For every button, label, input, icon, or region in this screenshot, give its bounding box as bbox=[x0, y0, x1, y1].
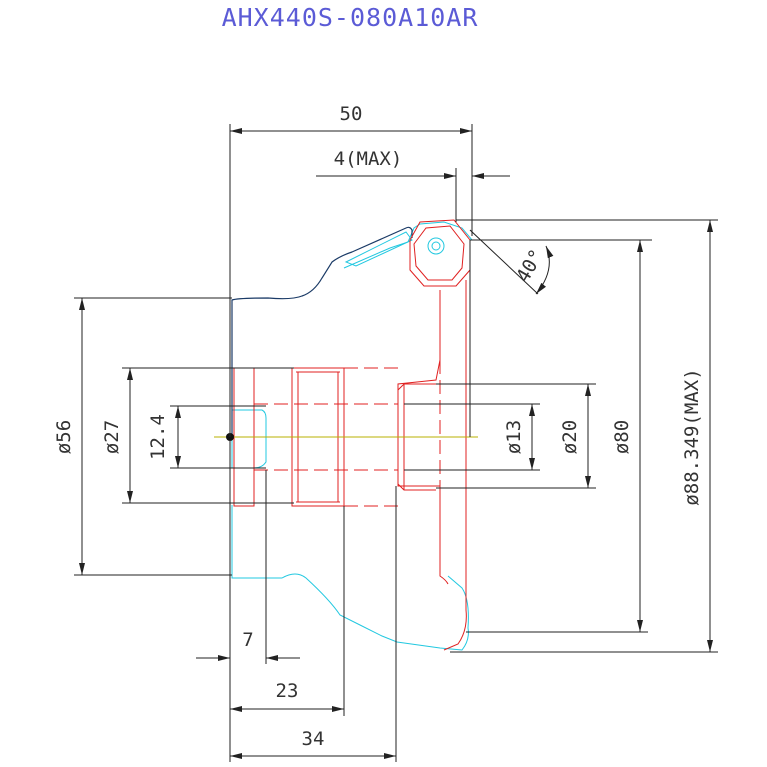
holder-right-profile bbox=[397, 290, 449, 585]
cutter-body-outline bbox=[231, 226, 413, 437]
bore-section-mid-inner bbox=[296, 371, 340, 503]
dim-80: ø80 bbox=[611, 420, 633, 454]
dim-13: ø13 bbox=[503, 420, 525, 454]
insert-screw-inner bbox=[431, 241, 441, 251]
dim-50: 50 bbox=[340, 103, 363, 125]
wedge-inner bbox=[413, 225, 465, 281]
dim-12-4: 12.4 bbox=[147, 414, 169, 460]
insert-screw bbox=[427, 237, 445, 255]
dim-56: ø56 bbox=[53, 420, 75, 454]
dim-4max: 4(MAX) bbox=[334, 148, 403, 170]
cutter-geometry bbox=[214, 219, 478, 651]
holder-right-edge bbox=[443, 280, 467, 651]
cyan-insert-top bbox=[344, 231, 413, 267]
dim-20: ø20 bbox=[559, 420, 581, 454]
insert-outline bbox=[231, 409, 267, 469]
dim-27: ø27 bbox=[101, 420, 123, 454]
dim-34: 34 bbox=[302, 728, 325, 750]
dim-23: 23 bbox=[276, 680, 299, 702]
cyan-lower-contour bbox=[231, 505, 469, 651]
dim-7: 7 bbox=[242, 629, 253, 651]
dim-88-349-max: ø88.349(MAX) bbox=[681, 368, 703, 505]
dimensions: 50 4(MAX) 40° ø88.349(MAX) ø80 ø20 ø13 bbox=[53, 103, 718, 762]
drawing-title: AHX440S-080A10AR bbox=[222, 3, 479, 32]
angle-arc-40 bbox=[535, 245, 554, 295]
dim-40-deg: 40° bbox=[512, 246, 548, 287]
